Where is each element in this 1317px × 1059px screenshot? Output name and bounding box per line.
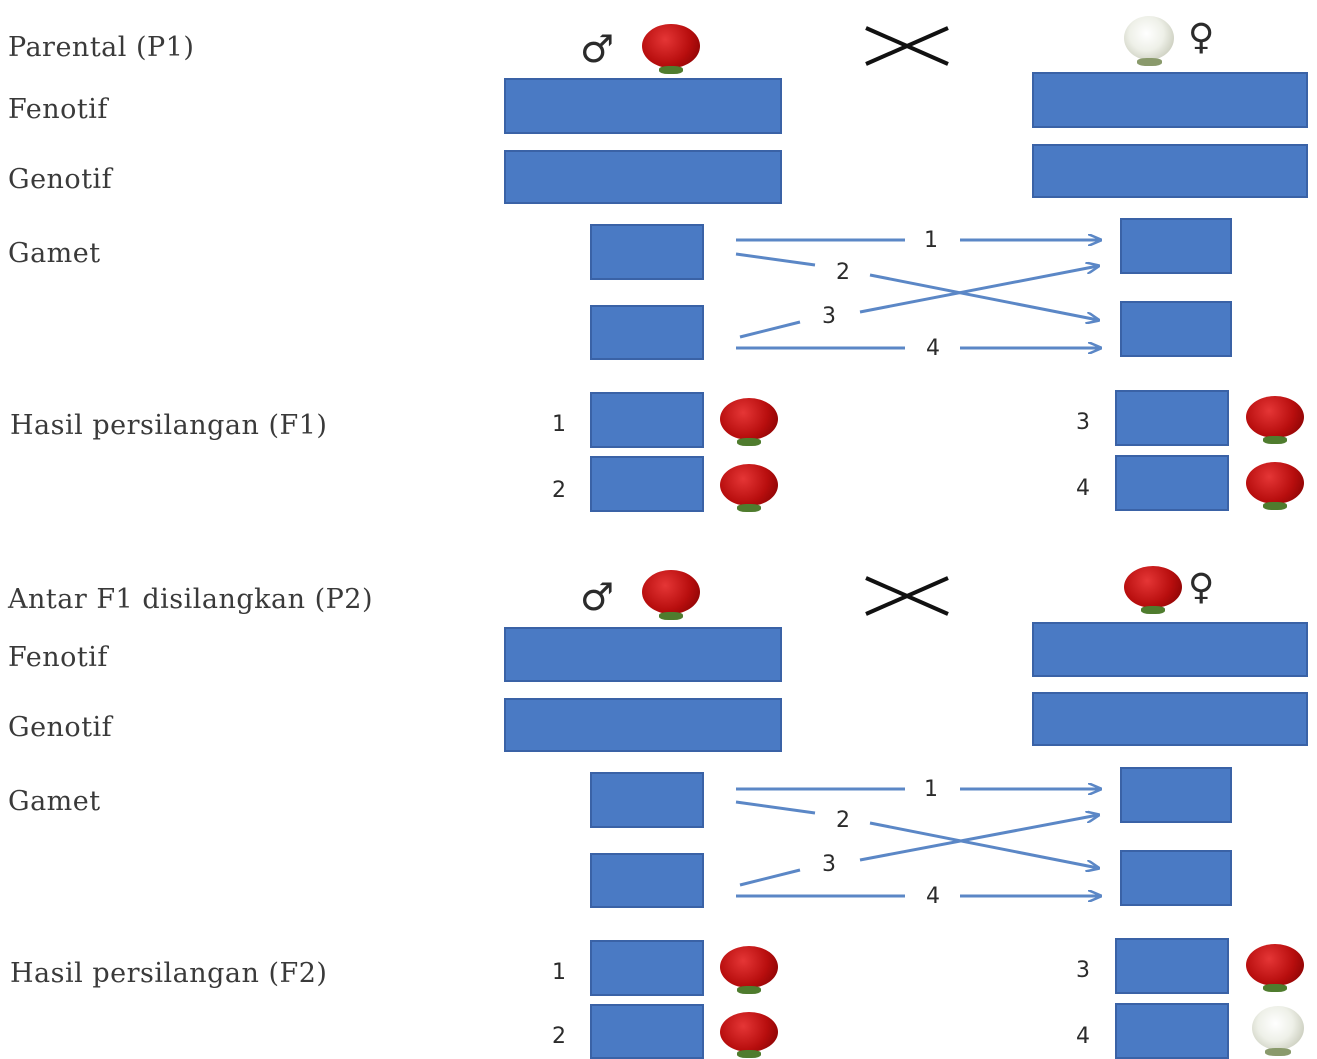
label-hasil-f1: Hasil persilangan (F1) [10, 410, 328, 441]
f2-offspring-box-1 [590, 940, 704, 996]
arrow-2-line [735, 800, 816, 815]
arrow-label-2: 2 [836, 808, 850, 833]
label-genotif: Genotif [8, 164, 113, 195]
offspring-number-1: 1 [552, 412, 566, 437]
offspring-number-4: 4 [1076, 476, 1090, 501]
female-symbol-icon: ♀ [1188, 17, 1215, 58]
female-fenotif-box [1032, 622, 1308, 677]
red-rose-icon [720, 398, 778, 446]
red-rose-icon [1246, 396, 1304, 444]
f1-offspring-box-3 [1115, 390, 1229, 446]
male-gamet-box-2 [590, 853, 704, 908]
white-rose-icon [1124, 16, 1174, 66]
red-rose-icon [720, 946, 778, 994]
female-gamet-box-2 [1120, 850, 1232, 906]
arrow-2 [869, 273, 1098, 320]
f1-offspring-box-2 [590, 456, 704, 512]
arrow-3-line [739, 868, 801, 887]
female-fenotif-box [1032, 72, 1308, 128]
male-genotif-box [504, 698, 782, 752]
female-gamet-box-1 [1120, 767, 1232, 823]
arrow-label-4: 4 [926, 336, 940, 361]
red-rose-icon [720, 464, 778, 512]
male-gamet-box-2 [590, 305, 704, 360]
female-symbol-icon: ♀ [1188, 567, 1215, 608]
red-rose-icon [720, 1012, 778, 1058]
offspring-number-2: 2 [552, 1024, 566, 1049]
arrow-2-line [735, 252, 816, 267]
arrow-label-1: 1 [924, 777, 938, 802]
label-fenotif: Fenotif [8, 642, 108, 673]
male-symbol-icon: ♂ [580, 27, 615, 71]
label-hasil-f2: Hasil persilangan (F2) [10, 958, 328, 989]
male-gamet-box-1 [590, 772, 704, 828]
arrow-label-3: 3 [822, 304, 836, 329]
offspring-number-4: 4 [1076, 1024, 1090, 1049]
arrow-label-4: 4 [926, 884, 940, 909]
red-rose-icon [1124, 566, 1182, 614]
arrow-label-2: 2 [836, 260, 850, 285]
arrow-3 [859, 266, 1098, 314]
f1-offspring-box-1 [590, 392, 704, 448]
red-rose-icon [1246, 944, 1304, 992]
label-antar-f1: Antar F1 disilangkan (P2) [8, 584, 373, 615]
red-rose-icon [642, 570, 700, 620]
offspring-number-3: 3 [1076, 410, 1090, 435]
label-genotif: Genotif [8, 712, 113, 743]
cross-icon [865, 26, 949, 66]
female-genotif-box [1032, 692, 1308, 746]
cross-icon [865, 576, 949, 616]
male-symbol-icon: ♂ [580, 575, 615, 619]
offspring-number-3: 3 [1076, 958, 1090, 983]
red-rose-icon [1246, 462, 1304, 510]
female-genotif-box [1032, 144, 1308, 198]
offspring-number-2: 2 [552, 478, 566, 503]
offspring-number-1: 1 [552, 960, 566, 985]
f2-offspring-box-3 [1115, 938, 1229, 994]
f2-offspring-box-4 [1115, 1003, 1229, 1059]
female-gamet-box-1 [1120, 218, 1232, 274]
female-gamet-box-2 [1120, 301, 1232, 357]
arrow-3-line [739, 320, 801, 339]
male-fenotif-box [504, 78, 782, 134]
arrow-3 [859, 815, 1098, 862]
male-fenotif-box [504, 627, 782, 682]
male-gamet-box-1 [590, 224, 704, 280]
red-rose-icon [642, 24, 700, 74]
f1-offspring-box-4 [1115, 455, 1229, 511]
f2-offspring-box-2 [590, 1004, 704, 1059]
label-parental: Parental (P1) [8, 32, 195, 63]
male-genotif-box [504, 150, 782, 204]
label-gamet: Gamet [8, 786, 101, 817]
arrow-label-1: 1 [924, 228, 938, 253]
label-fenotif: Fenotif [8, 94, 108, 125]
arrow-2 [869, 821, 1098, 868]
arrow-label-3: 3 [822, 852, 836, 877]
white-rose-icon [1252, 1006, 1304, 1056]
label-gamet: Gamet [8, 238, 101, 269]
